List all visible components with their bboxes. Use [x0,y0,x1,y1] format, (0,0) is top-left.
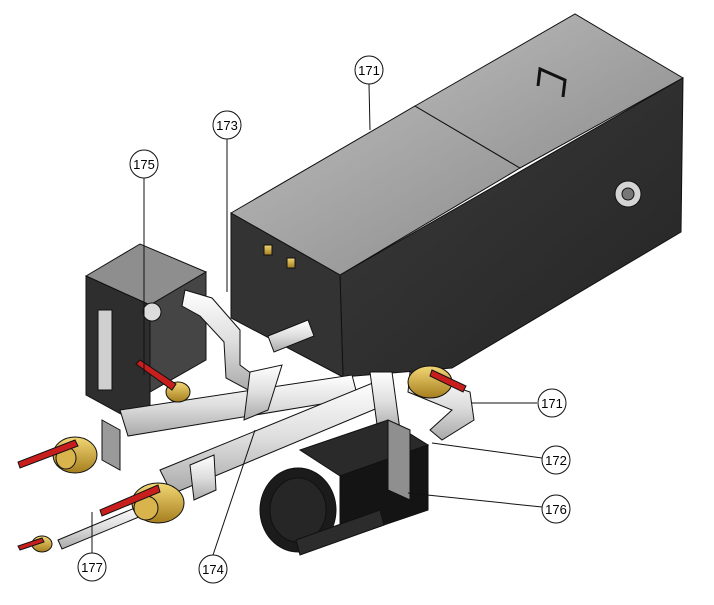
callout-175: 175 [129,149,159,179]
valve-handle [99,484,161,517]
diagonal-drop-174 [189,454,217,501]
callout-171-right: 171 [537,388,567,418]
filter-housing [84,243,208,471]
callout-label: 175 [133,157,155,172]
ball-valves [17,359,467,553]
callout-label: 173 [216,118,238,133]
callout-171-top: 171 [354,55,384,85]
diagonal-pipe-174 [243,364,283,421]
main-tank [229,13,685,378]
callout-label: 174 [202,562,224,577]
callout-label: 172 [545,453,567,468]
lid-handle [536,66,567,98]
leader-lines [91,83,543,556]
upper-nozzle [267,319,315,353]
valve-handle [17,537,45,551]
callout-174: 174 [198,554,228,584]
valve-handle [17,439,79,469]
callout-label: 177 [81,560,103,575]
callout-label: 176 [545,502,567,517]
callout-172: 172 [541,445,571,475]
tank-level-sensor [286,257,296,269]
callout-176: 176 [541,494,571,524]
callout-label: 171 [358,63,380,78]
valve-handle [135,359,177,391]
valve-handle [429,369,467,393]
callout-label: 171 [541,396,563,411]
tank-level-sensor [263,244,273,256]
callout-177: 177 [77,552,107,582]
pump-motor [259,419,430,556]
callout-173: 173 [212,110,242,140]
